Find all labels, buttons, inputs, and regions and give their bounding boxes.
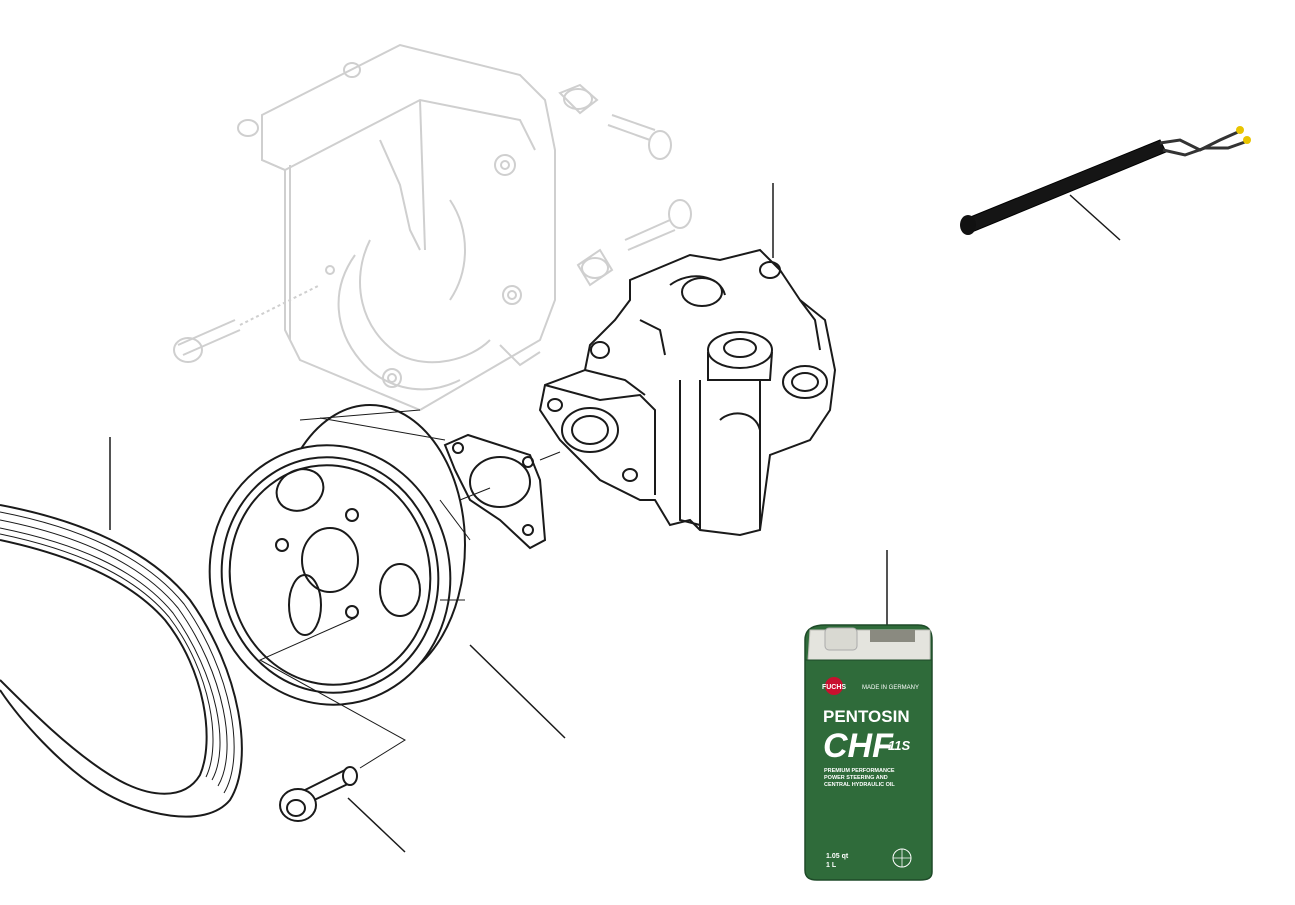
cooler-hose[interactable] (960, 126, 1251, 235)
volume-qt-text: 1.05 qt (826, 853, 849, 860)
pulley[interactable] (189, 404, 471, 724)
grade-text: CHF (823, 727, 894, 765)
volume-l-text: 1 L (826, 862, 837, 869)
fuchs-logo-icon (825, 677, 843, 695)
brand-text: FUCHS (822, 684, 846, 691)
product-text: PENTOSIN (823, 707, 910, 726)
leader-lines (109, 183, 1121, 853)
gasket[interactable] (443, 433, 561, 550)
pulley-bolt[interactable] (258, 617, 406, 822)
description-line1: PREMIUM PERFORMANCE (824, 768, 895, 774)
leader-hose (1069, 194, 1121, 241)
power-steering-pump[interactable] (538, 248, 837, 537)
leader-bolt (347, 797, 406, 853)
can-cap (824, 627, 858, 651)
can-seam (870, 630, 915, 642)
grade-suffix-text: 11S (888, 738, 910, 753)
pump-bracket (173, 43, 692, 412)
description-line2: POWER STEERING AND (824, 775, 888, 781)
origin-text: MADE IN GERMANY (862, 685, 919, 691)
leader-pulley (469, 644, 566, 739)
fluid-can-label: FUCHS MADE IN GERMANY PENTOSIN CHF 11S P… (822, 677, 919, 869)
drive-belt[interactable] (0, 504, 243, 818)
description-line3: CENTRAL HYDRAULIC OIL (824, 782, 895, 788)
